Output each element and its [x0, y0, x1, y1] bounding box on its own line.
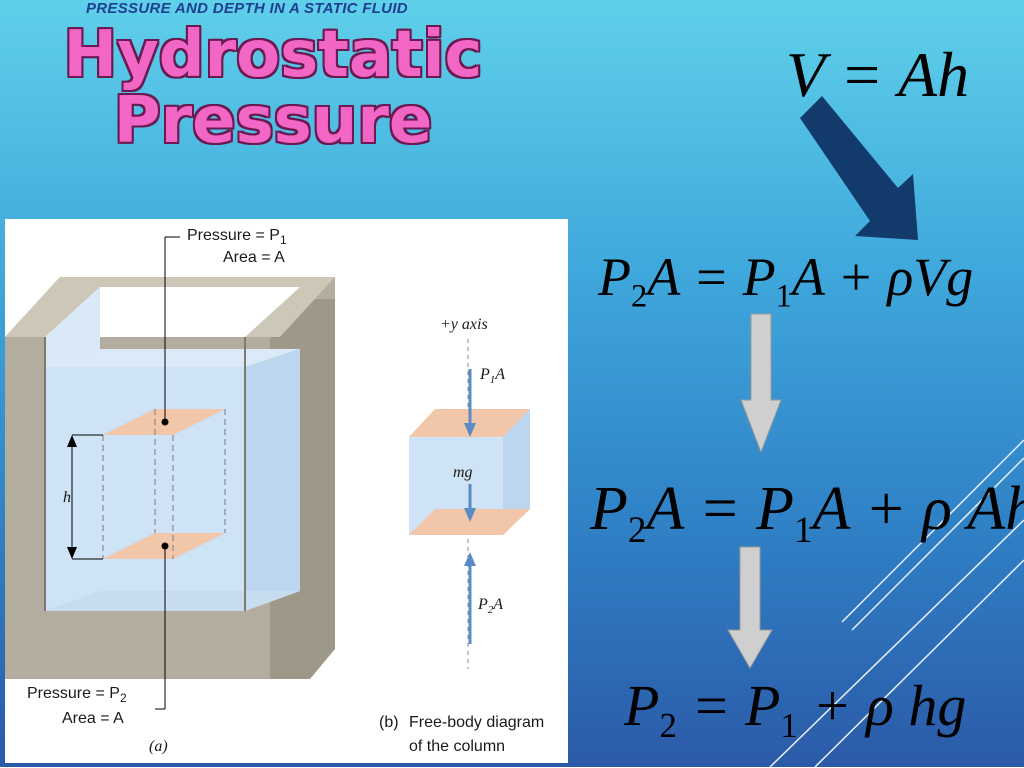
slide-kicker: PRESSURE AND DEPTH IN A STATIC FLUID	[86, 0, 408, 17]
free-body-diagram	[409, 339, 530, 669]
label-part-a: (a)	[149, 738, 168, 755]
gray-arrow-1	[740, 313, 782, 454]
title-line-1: Hydrostatic	[63, 18, 483, 92]
caption-line-2: of the column	[409, 738, 505, 755]
equation-substituted: P2A = P1A + ρ Ahg	[590, 475, 1024, 552]
label-top-pressure: Pressure = P1	[187, 227, 287, 247]
equation-force-balance: P2A = P1A + ρVg	[598, 247, 974, 315]
label-h: h	[63, 489, 71, 506]
equation-volume: V = Ah	[786, 39, 970, 110]
dark-arrow	[800, 96, 918, 240]
figure-svg: Pressure = P1 Area = A h Pressure = P2 A…	[5, 227, 544, 755]
caption-line-1: Free-body diagram	[409, 714, 544, 731]
label-y-axis: +y axis	[440, 316, 488, 333]
gray-arrow-2	[727, 546, 773, 669]
slide-title: Hydrostatic Pressure	[38, 22, 508, 154]
label-force-bottom: P2A	[477, 596, 503, 616]
label-top-area: Area = A	[223, 249, 285, 266]
title-line-2: Pressure	[113, 84, 433, 158]
label-bottom-pressure: Pressure = P2	[27, 685, 127, 705]
figure-panel: Pressure = P1 Area = A h Pressure = P2 A…	[5, 219, 568, 763]
equation-result: P2 = P1 + ρ hg	[624, 673, 967, 746]
label-bottom-area: Area = A	[62, 710, 124, 727]
container	[5, 277, 335, 679]
label-force-mg: mg	[453, 464, 473, 481]
label-force-top: P1A	[479, 366, 505, 386]
label-part-b: (b)	[379, 714, 399, 731]
fluid-column	[67, 236, 226, 710]
